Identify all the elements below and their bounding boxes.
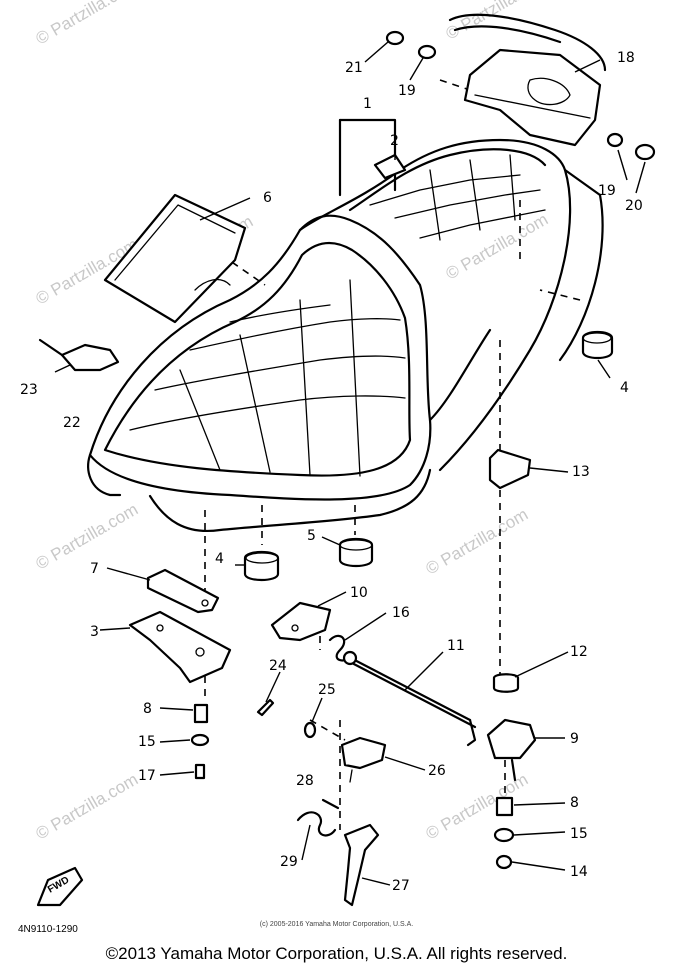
callout-27: 27 [392,878,410,894]
rear-seat-section [298,138,604,472]
part-9-bracket [486,718,537,782]
watermark-8: © Partzilla.com [33,770,142,844]
diagram-copyright: (c) 2005-2016 Yamaha Motor Corporation, … [259,921,414,928]
callout-8b: 8 [570,795,579,811]
callout-1: 1 [363,96,372,112]
callout-4a: 4 [620,380,629,396]
callout-19b: 19 [598,183,616,199]
left-hardware-stack [190,703,210,780]
part-24-bolt [256,698,275,717]
callout-24: 24 [269,658,287,674]
callout-15b: 15 [570,826,588,842]
fwd-arrow: FWD [36,866,84,907]
callout-6: 6 [263,190,272,206]
callout-14: 14 [570,864,588,880]
callout-18: 18 [617,50,635,66]
part-5-damper [338,537,374,568]
part-8b-collar [495,796,514,817]
part-12-damper [492,673,520,693]
part-8-collar [193,703,209,724]
part-18-rear-bracket [448,13,607,147]
main-seat [87,214,492,533]
callout-20: 20 [625,198,643,214]
callout-10: 10 [350,585,368,601]
callout-3: 3 [90,624,99,640]
part-20-nut [634,143,656,161]
callout-29: 29 [280,854,298,870]
part-19b-washer [606,132,624,148]
part-4-dampers [243,330,614,582]
callout-8a: 8 [143,701,152,717]
callout-4b: 4 [215,551,224,567]
part-15b-washer [493,827,515,843]
watermarks: © Partzilla.com © Partzilla.com © Partzi… [33,0,552,843]
part-26-bracket [340,736,387,783]
callout-21: 21 [345,60,363,76]
watermark-2: © Partzilla.com [443,0,552,43]
callout-15a: 15 [138,734,156,750]
part-7-plate [146,568,220,614]
watermark-7: © Partzilla.com [423,505,532,579]
right-hardware-stack [493,796,515,870]
part-3-bracket [128,610,232,684]
callout-19a: 19 [398,83,416,99]
callout-9: 9 [570,731,579,747]
callout-23: 23 [20,382,38,398]
part-15-washer [190,733,210,747]
watermark-1: © Partzilla.com [33,0,142,48]
callout-25: 25 [318,682,336,698]
part-code: 4N9110-1290 [18,924,78,935]
part-21-washer [385,30,405,46]
callout-2: 2 [390,133,399,149]
callout-7: 7 [90,561,99,577]
part-19-washer [417,44,437,60]
part-14-nut [495,854,513,870]
footer-copyright: ©2013 Yamaha Motor Corporation, U.S.A. A… [105,944,568,963]
part-25-pin [303,721,317,739]
part-22-catch [38,338,120,372]
part-28-pin [321,798,340,810]
leader-lines [54,41,646,886]
part-27-lever [343,823,380,907]
callout-13: 13 [572,464,590,480]
part-29-spring [296,811,337,837]
callout-17: 17 [138,768,156,784]
watermark-6: © Partzilla.com [33,500,142,574]
part-6-plate [103,193,247,324]
part-17-bolt [194,763,206,780]
callout-16: 16 [392,605,410,621]
callouts: 1 2 3 4 4 5 6 7 8 8 9 10 11 12 13 14 15 … [20,50,643,894]
washers-top [385,30,656,161]
part-13-bracket [488,448,532,490]
callout-28: 28 [296,773,314,789]
callout-5: 5 [307,528,316,544]
callout-26: 26 [428,763,446,779]
callout-22: 22 [63,415,81,431]
watermark-5: © Partzilla.com [443,210,552,284]
part-10-bracket [270,601,332,642]
callout-11: 11 [447,638,465,654]
part-11-rod [342,650,477,747]
callout-12: 12 [570,644,588,660]
